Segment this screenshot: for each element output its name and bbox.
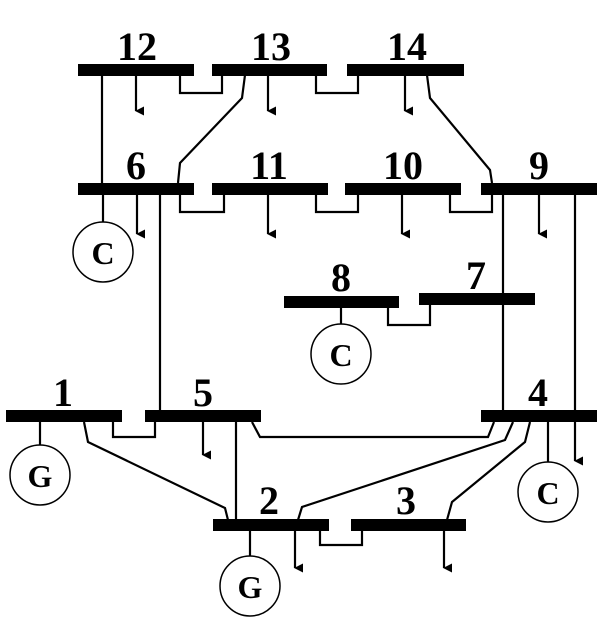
bus-labels: 12 13 14 6 11 10 9 8 7 1 5 4 2 3 [53, 24, 549, 523]
bus-label-9: 9 [529, 143, 549, 188]
bus-label-2: 2 [259, 478, 279, 523]
generator-circle [9, 444, 71, 506]
generator-symbol: G [28, 458, 53, 494]
bus-label-4: 4 [528, 370, 548, 415]
bus-bar-2 [213, 519, 329, 531]
bus-bar-5 [145, 410, 261, 422]
bus-label-8: 8 [331, 255, 351, 300]
bus-label-5: 5 [193, 370, 213, 415]
bus-label-6: 6 [126, 143, 146, 188]
bus-bar-1 [6, 410, 122, 422]
generator-2: G [219, 555, 281, 617]
branch-6-13 [176, 74, 247, 184]
bus-label-12: 12 [117, 24, 157, 69]
bus-bar-3 [351, 519, 466, 531]
bus-label-14: 14 [387, 24, 427, 69]
branch-7-8 [386, 304, 432, 327]
branch-2-3 [318, 530, 364, 547]
bus-bar-14 [347, 64, 464, 76]
bus-bar-9 [481, 183, 597, 195]
bus-bars [6, 64, 597, 531]
branch-1-5 [111, 422, 157, 439]
branch-1-2 [82, 421, 230, 521]
bus-label-3: 3 [396, 478, 416, 523]
branch-12-13 [178, 75, 224, 95]
condenser-6: C [72, 221, 134, 283]
branch-9-10 [448, 191, 494, 214]
branch-9-14 [425, 74, 494, 184]
bus-label-7: 7 [466, 253, 486, 298]
generator-1: G [9, 444, 71, 506]
bus-bar-8 [284, 296, 399, 308]
branch-10-11 [314, 191, 360, 214]
bus-bar-4 [481, 410, 597, 422]
bus-bar-11 [212, 183, 328, 195]
condenser-4: C [517, 461, 579, 523]
condenser-circle [72, 221, 134, 283]
bus-label-10: 10 [383, 143, 423, 188]
condenser-symbol: C [329, 337, 352, 373]
bus-label-13: 13 [251, 24, 291, 69]
bus-bar-6 [78, 183, 194, 195]
branch-4-5 [251, 421, 496, 439]
bus-bar-13 [212, 64, 327, 76]
branch-lines [82, 74, 577, 547]
bus-bar-10 [345, 183, 461, 195]
bus-bar-7 [419, 293, 535, 305]
generator-circle [219, 555, 281, 617]
branch-13-14 [314, 75, 360, 95]
bus-label-11: 11 [250, 143, 288, 188]
condenser-circle [517, 461, 579, 523]
load-arrows [134, 75, 584, 573]
condenser-8: C [310, 323, 372, 385]
branch-3-4 [445, 421, 532, 521]
generator-symbol: G [238, 569, 263, 605]
bus-label-1: 1 [53, 370, 73, 415]
condenser-symbol: C [91, 235, 114, 271]
branch-6-11 [178, 191, 226, 214]
condenser-circle [310, 323, 372, 385]
bus-bar-12 [78, 64, 194, 76]
condenser-symbol: C [536, 475, 559, 511]
branch-2-4 [296, 421, 515, 521]
